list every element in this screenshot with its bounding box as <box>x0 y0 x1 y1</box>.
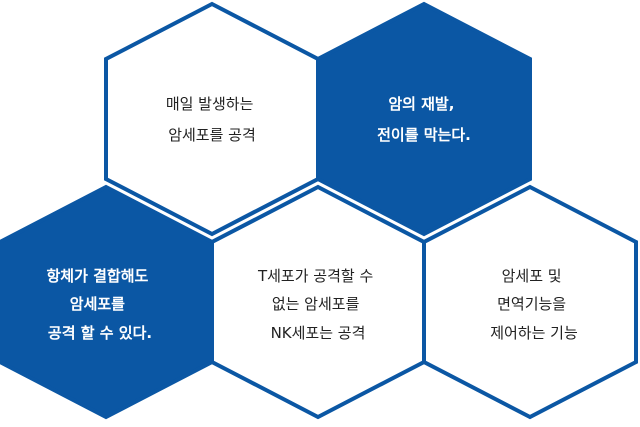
hexagon-line: 매일 발생하는 <box>166 95 254 113</box>
hexagon-text: 매일 발생하는 암세포를 공격 <box>166 95 258 144</box>
hexagon-shape <box>422 184 638 420</box>
hexagon-line: NK세포는 공격 <box>271 324 366 342</box>
hexagon-line: 항체가 결합해도 <box>46 267 148 285</box>
hexagon-line: 면역기능을 <box>497 295 566 313</box>
hexagon-line: 공격 할 수 있다. <box>48 324 152 342</box>
hexagon-line: 전이를 막는다. <box>377 126 471 144</box>
hexagon-line: 암의 재발, <box>388 95 454 113</box>
hexagon-daily-cancer-attack: 매일 발생하는 암세포를 공격 <box>104 1 320 237</box>
hexagon-antibody-bound-attack: 항체가 결합해도 암세포를 공격 할 수 있다. <box>0 184 214 420</box>
hexagon-line: 암세포를 <box>70 295 125 313</box>
hexagon-line: 암세포를 공격 <box>168 126 256 144</box>
hexagon-shape <box>104 1 320 237</box>
hexagon-line: T세포가 공격할 수 <box>257 267 373 285</box>
hexagon-nk-cell-attack: T세포가 공격할 수 없는 암세포를 NK세포는 공격 <box>210 184 426 420</box>
hexagon-text: 암의 재발, 전이를 막는다. <box>377 95 471 144</box>
hexagon-text: T세포가 공격할 수 없는 암세포를 NK세포는 공격 <box>257 267 378 342</box>
hexagon-line: 없는 암세포를 <box>272 295 360 313</box>
hexagon-shape <box>316 1 532 237</box>
hexagon-prevent-recurrence: 암의 재발, 전이를 막는다. <box>316 1 532 237</box>
hexagon-immune-regulation: 암세포 및 면역기능을 제어하는 기능 <box>422 184 638 420</box>
hexagon-line: 제어하는 기능 <box>490 324 578 342</box>
hexagon-text: 암세포 및 면역기능을 제어하는 기능 <box>490 267 578 342</box>
hexagon-line: 암세포 및 <box>502 267 562 285</box>
hexagon-text: 항체가 결합해도 암세포를 공격 할 수 있다. <box>46 267 153 342</box>
